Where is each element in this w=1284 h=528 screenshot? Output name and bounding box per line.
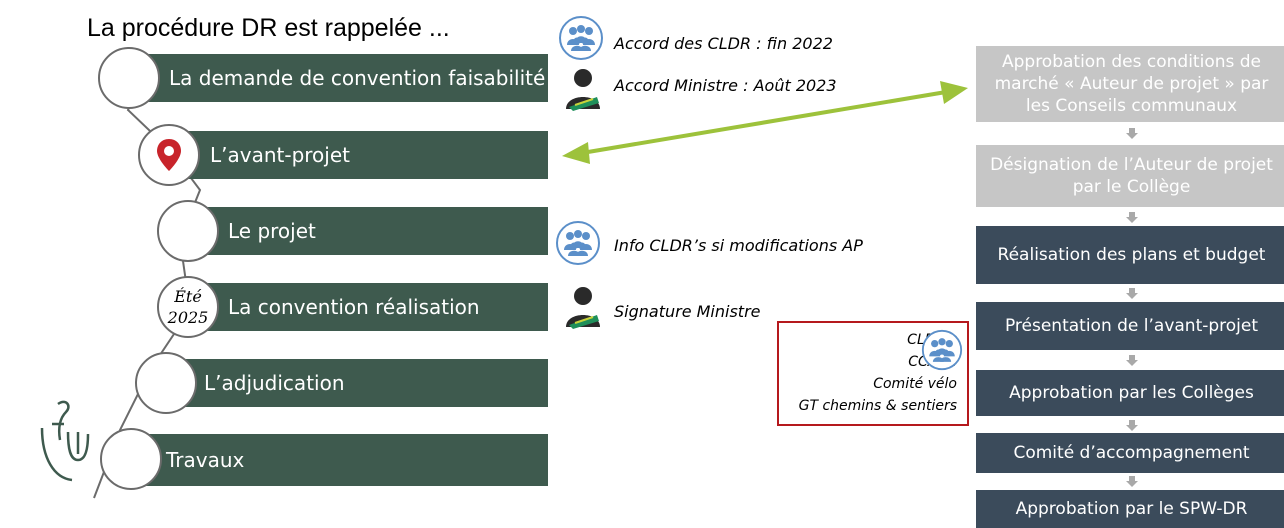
group-icon	[921, 329, 963, 371]
flow-step-approbation-conditions: Approbation des conditions de marché « A…	[976, 46, 1284, 122]
step-circle	[98, 47, 160, 109]
flow-arrow-icon	[1126, 355, 1138, 366]
step-label: Travaux	[166, 448, 245, 472]
step-label: L’avant-projet	[210, 143, 350, 167]
group-icon	[559, 16, 603, 60]
person-icon	[566, 287, 600, 329]
step-circle-date: Été 2025	[157, 276, 219, 338]
flow-step-approbation-colleges: Approbation par les Collèges	[976, 370, 1284, 416]
location-pin-icon	[157, 139, 181, 171]
flow-arrow-icon	[1126, 420, 1138, 431]
step-circle-pin	[138, 124, 200, 186]
note-info-cldr: Info CLDR’s si modifications AP	[614, 236, 863, 255]
flow-arrow-icon	[1126, 476, 1138, 487]
flow-arrow-icon	[1126, 212, 1138, 223]
person-icon	[566, 69, 600, 111]
step-bar-avant-projet: L’avant-projet	[170, 131, 548, 179]
logo-icon	[40, 400, 90, 482]
step-bar-adjudication: L’adjudication	[166, 359, 548, 407]
note-accord-ministre: Accord Ministre : Août 2023	[614, 76, 837, 95]
double-arrow	[562, 81, 968, 164]
note-accord-cldr: Accord des CLDR : fin 2022	[614, 34, 833, 53]
circle-date-line1: Été	[174, 287, 202, 306]
step-bar-projet: Le projet	[190, 207, 548, 255]
flow-step-realisation-plans: Réalisation des plans et budget	[976, 226, 1284, 284]
stakeholder-line: Comité vélo	[873, 376, 957, 392]
step-label: La demande de convention faisabilité	[169, 66, 546, 90]
step-circle	[135, 352, 197, 414]
flow-step-approbation-spw: Approbation par le SPW-DR	[976, 490, 1284, 528]
slide-title: La procédure DR est rappelée ...	[87, 14, 450, 42]
flow-step-comite-accompagnement: Comité d’accompagnement	[976, 433, 1284, 473]
step-circle	[100, 428, 162, 490]
circle-date-line2: 2025	[167, 308, 209, 327]
group-icon	[556, 221, 600, 265]
step-label: La convention réalisation	[228, 295, 480, 319]
step-bar-convention-realisation: La convention réalisation	[190, 283, 548, 331]
flow-arrow-icon	[1126, 288, 1138, 299]
stakeholders-box: CLDR’s CCATM Comité vélo GT chemins & se…	[777, 321, 969, 426]
flow-step-presentation-avant-projet: Présentation de l’avant-projet	[976, 302, 1284, 350]
step-label: Le projet	[228, 219, 316, 243]
flow-step-designation-auteur: Désignation de l’Auteur de projet par le…	[976, 145, 1284, 207]
step-circle	[157, 200, 219, 262]
note-signature-ministre: Signature Ministre	[614, 302, 761, 321]
step-bar-demande-convention: La demande de convention faisabilité	[131, 54, 548, 102]
step-bar-travaux: Travaux	[130, 434, 548, 486]
flow-arrow-icon	[1126, 128, 1138, 139]
step-label: L’adjudication	[204, 371, 345, 395]
stakeholder-line: GT chemins & sentiers	[798, 398, 957, 414]
